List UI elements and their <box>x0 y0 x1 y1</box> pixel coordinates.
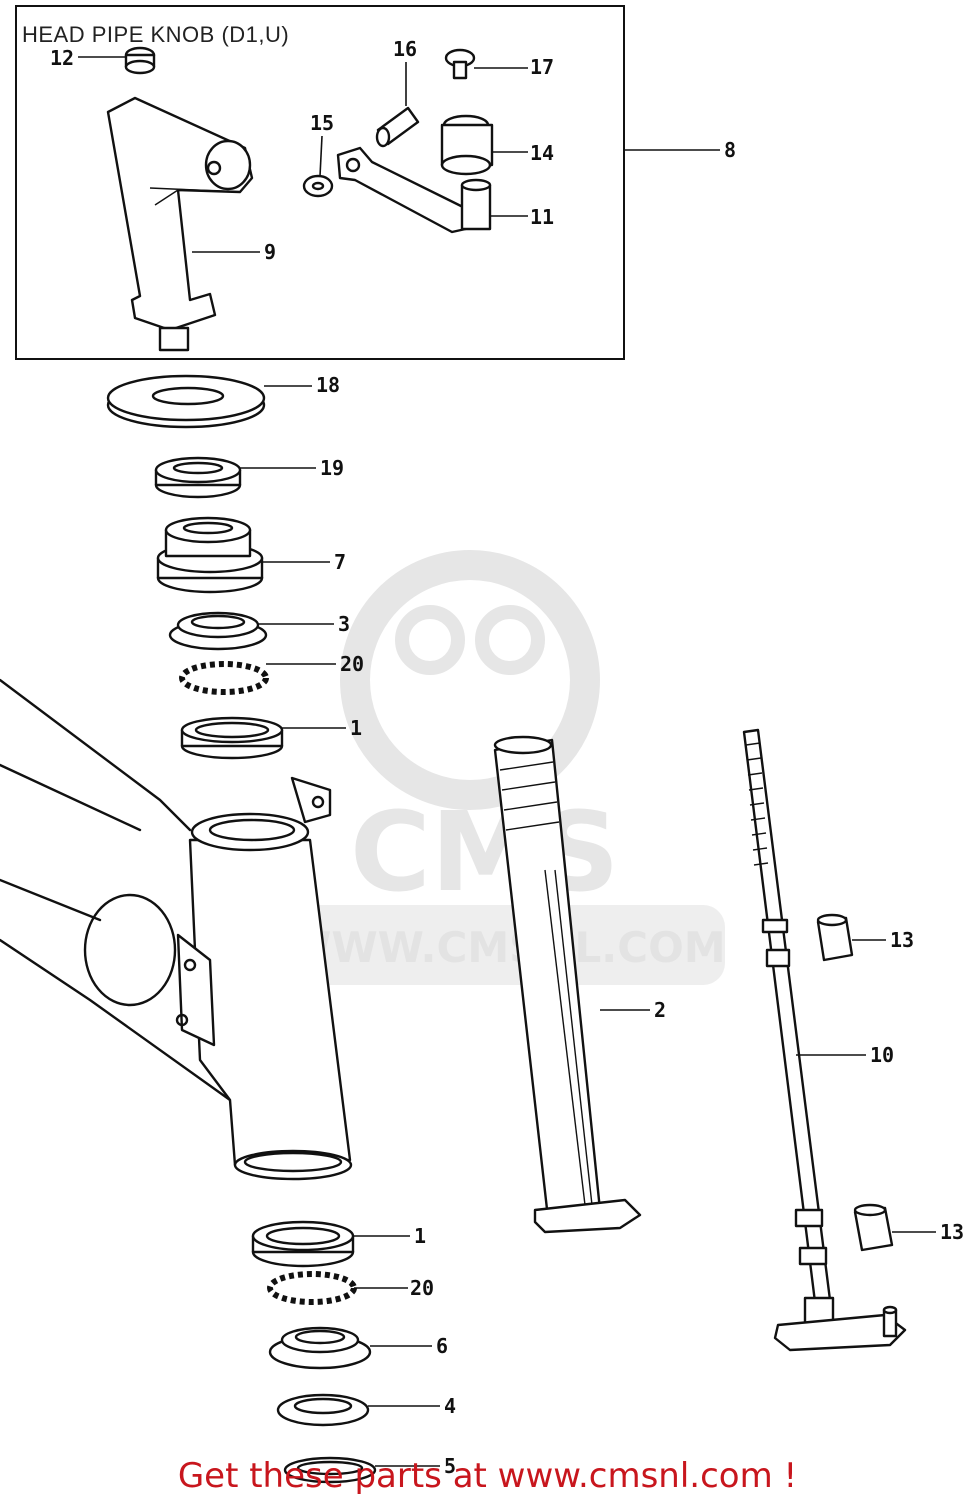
footer-link[interactable]: Get these parts at www.cmsnl.com ! <box>177 1456 798 1496</box>
part-5-seal <box>283 1456 377 1484</box>
part-1-race-upper <box>180 716 284 760</box>
part-17-screw <box>444 48 476 80</box>
callout-14: 14 <box>530 141 554 165</box>
part-19-nut <box>154 456 242 499</box>
part-6-cone <box>268 1326 372 1370</box>
part-10-bolt <box>742 728 907 1352</box>
callout-6: 6 <box>436 1334 448 1358</box>
part-14-nut <box>440 114 494 176</box>
watermark-goggle-left <box>395 605 465 675</box>
callout-12: 12 <box>50 46 74 70</box>
part-2-stem <box>493 735 642 1234</box>
callout-9: 9 <box>264 240 276 264</box>
part-3-cup <box>168 611 268 651</box>
callout-1-lower: 1 <box>414 1224 426 1248</box>
part-13-bushing-lower <box>853 1203 894 1252</box>
part-20-balls-upper <box>179 661 269 695</box>
part-11-lever <box>336 146 492 234</box>
part-12-screw <box>124 46 156 75</box>
callout-20-upper: 20 <box>340 652 364 676</box>
kit-box-8 <box>15 5 625 360</box>
part-4-washer <box>276 1393 370 1427</box>
callout-11: 11 <box>530 205 554 229</box>
callout-2: 2 <box>654 998 666 1022</box>
callout-15: 15 <box>310 111 334 135</box>
callout-1-upper: 1 <box>350 716 362 740</box>
callout-labels: 12 16 17 15 14 8 11 9 18 19 7 3 20 1 13 … <box>50 37 964 1478</box>
part-13-bushing-upper <box>816 913 854 962</box>
part-18-washer <box>106 374 266 429</box>
part-15-washer <box>302 174 334 198</box>
callout-13-lower: 13 <box>940 1220 964 1244</box>
callout-10: 10 <box>870 1043 894 1067</box>
part-9-knob <box>106 96 254 352</box>
callout-7: 7 <box>334 550 346 574</box>
leader-lines <box>78 56 936 1467</box>
callout-4: 4 <box>444 1394 456 1418</box>
frame-head-pipe <box>0 678 353 1181</box>
callout-16: 16 <box>393 37 417 61</box>
callout-3: 3 <box>338 612 350 636</box>
callout-18: 18 <box>316 373 340 397</box>
callout-19: 19 <box>320 456 344 480</box>
watermark-goggle-right <box>475 605 545 675</box>
part-1-race-lower <box>251 1220 355 1268</box>
part-20-balls-lower <box>267 1271 357 1305</box>
watermark-mascot-head <box>340 550 600 810</box>
watermark-url: WWW.CMSNL.COM <box>285 923 726 972</box>
diagram-title: HEAD PIPE KNOB (D1,U) <box>22 22 290 47</box>
callout-17: 17 <box>530 55 554 79</box>
part-7-race <box>156 516 264 594</box>
callout-13-upper: 13 <box>890 928 914 952</box>
part-16-pin <box>375 106 420 148</box>
callout-8: 8 <box>724 138 736 162</box>
watermark-brand: CMS <box>350 788 619 916</box>
watermark: CMS WWW.CMSNL.COM <box>255 550 726 985</box>
watermark-url-band <box>255 905 725 985</box>
callout-20-lower: 20 <box>410 1276 434 1300</box>
callout-5: 5 <box>444 1454 456 1478</box>
